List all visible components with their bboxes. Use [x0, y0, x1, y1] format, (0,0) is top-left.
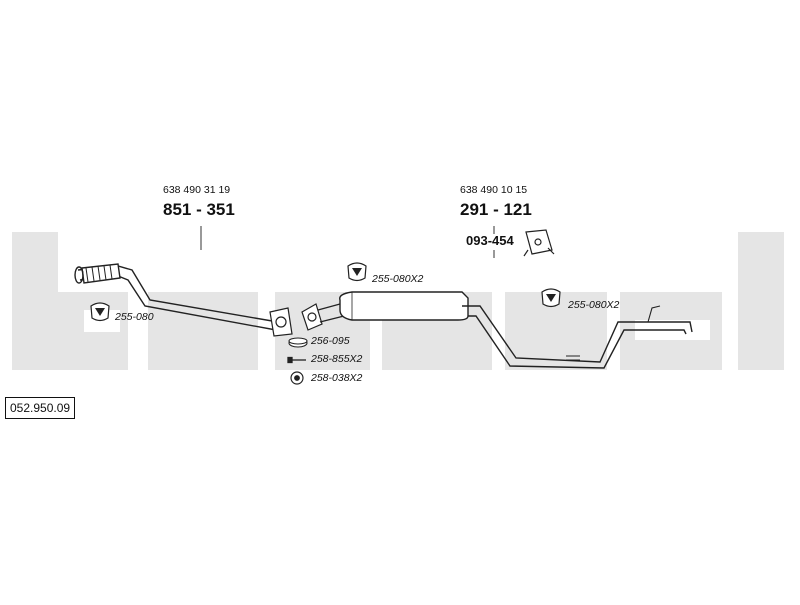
front-rubber-part-number[interactable]: 255-080: [115, 311, 154, 323]
tail-pipe[interactable]: [462, 305, 693, 369]
gasket-icon[interactable]: [288, 337, 308, 348]
gasket-part-number[interactable]: 256-095: [311, 335, 350, 347]
rear-rubber-part-number[interactable]: 255-080X2: [568, 299, 620, 311]
rubber-mount-icon[interactable]: [541, 288, 561, 308]
rear-silencer[interactable]: [339, 291, 469, 321]
nut-part-number[interactable]: 258-038X2: [311, 372, 363, 384]
rubber-mount-icon[interactable]: [347, 262, 367, 282]
front-pipe[interactable]: [74, 263, 279, 331]
bracket-part-number[interactable]: 093-454: [466, 233, 514, 248]
bolt-part-number[interactable]: 258-855X2: [311, 353, 363, 365]
rear-box-part-number[interactable]: 291 - 121: [460, 200, 532, 219]
bracket-icon[interactable]: [523, 229, 555, 257]
rear-box-oem-number: 638 490 10 15: [460, 184, 528, 196]
assembly-number-box: 052.950.09: [5, 397, 76, 419]
nut-icon[interactable]: [290, 371, 304, 385]
front-pipe-part-number[interactable]: 851 - 351: [163, 200, 235, 219]
mid-connector[interactable]: [301, 303, 345, 331]
front-pipe-oem-number: 638 490 31 19: [163, 184, 231, 196]
front-pipe-flange[interactable]: [269, 307, 293, 337]
mid-rubber-part-number[interactable]: 255-080X2: [372, 273, 424, 285]
bolt-icon[interactable]: [287, 356, 306, 364]
rubber-mount-icon[interactable]: [90, 302, 110, 322]
